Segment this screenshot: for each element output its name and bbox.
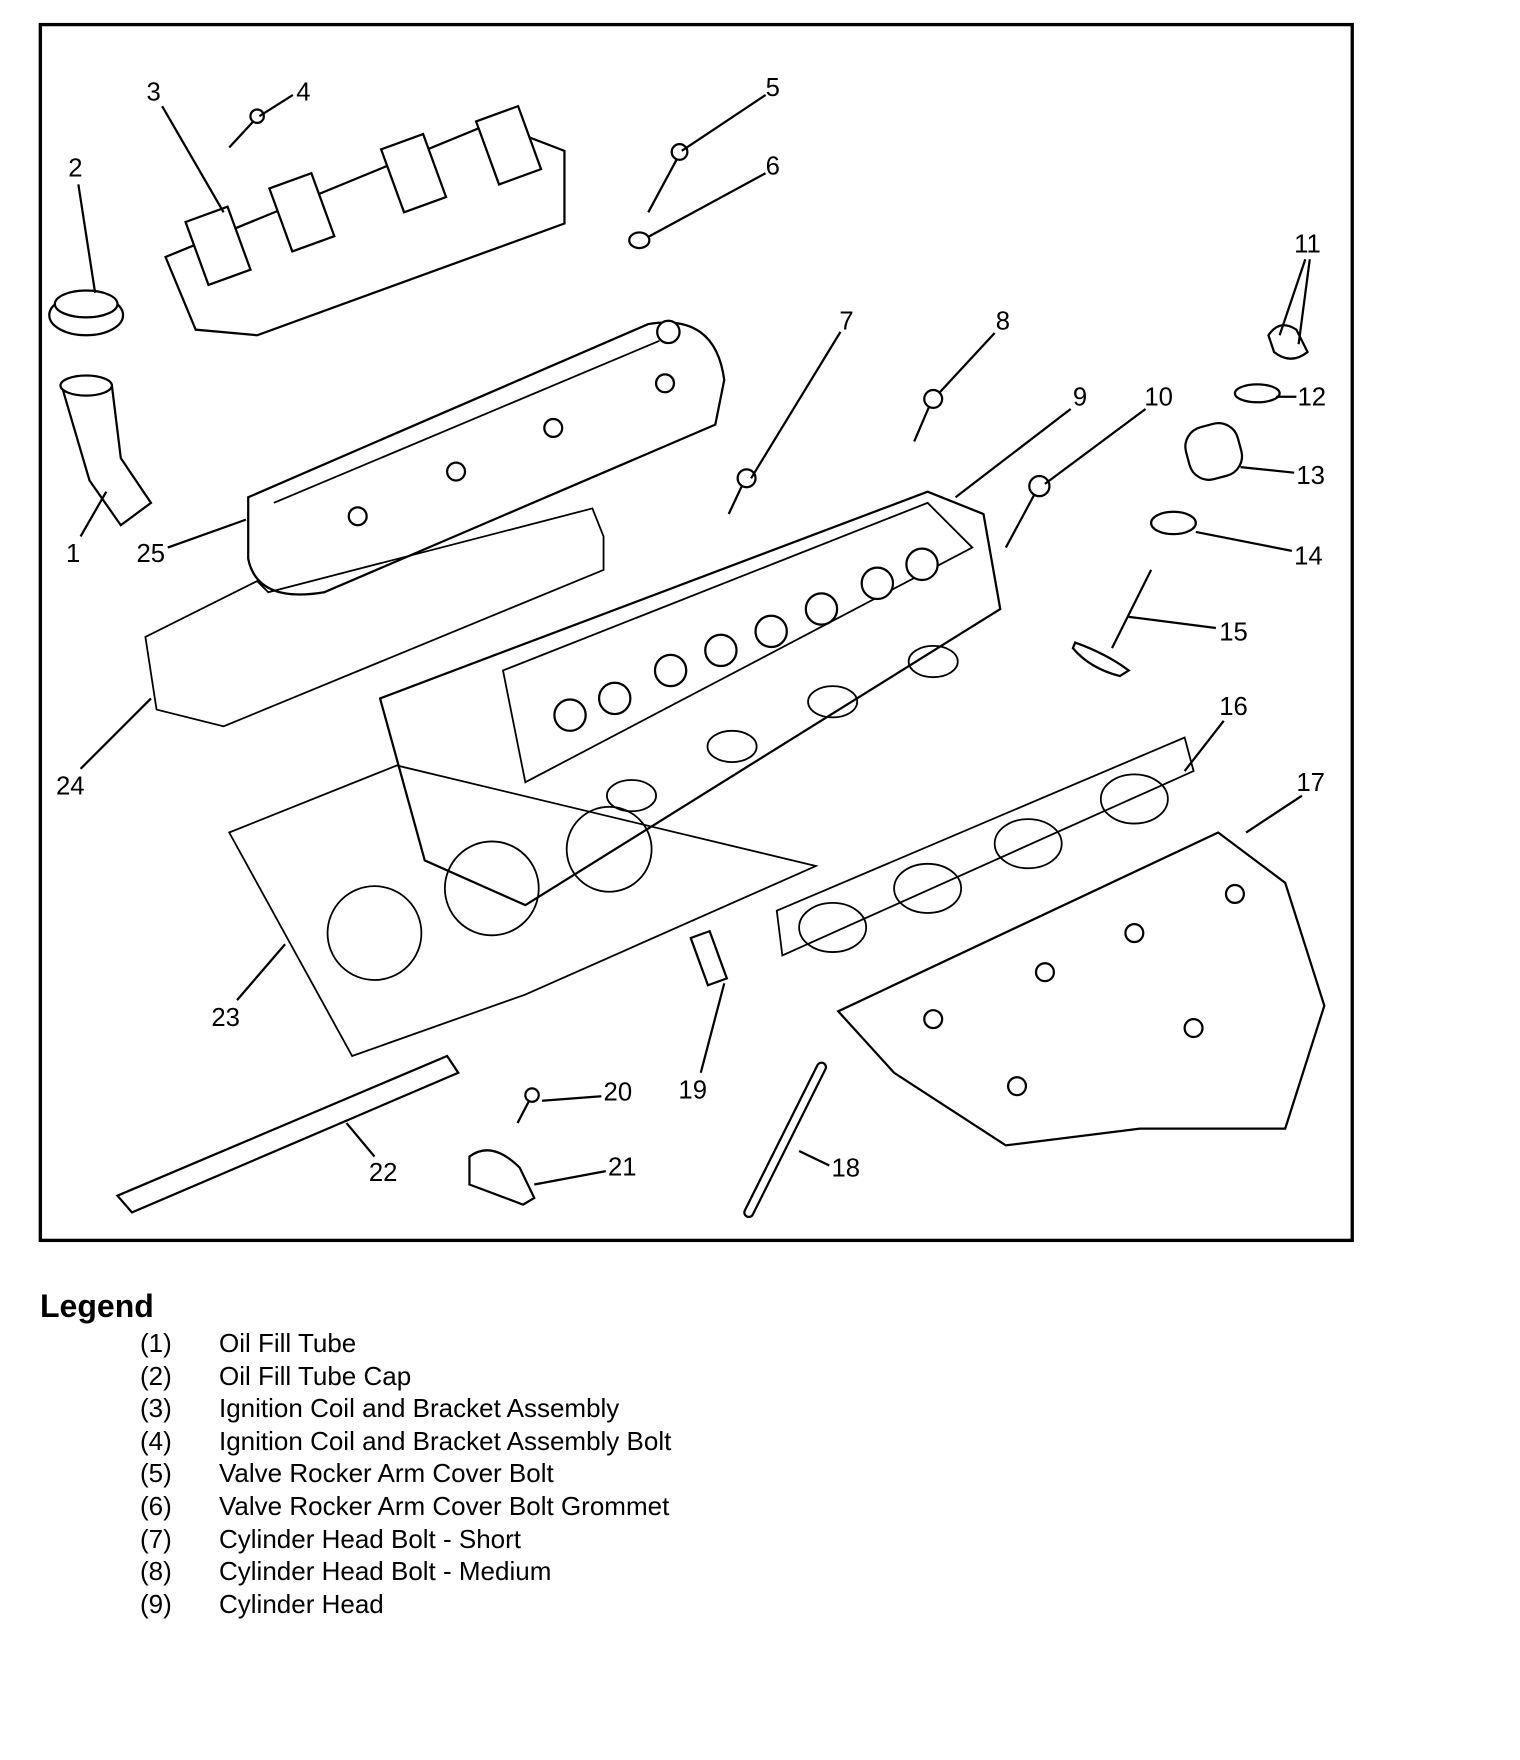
- legend-label: Ignition Coil and Bracket Assembly Bolt: [219, 1425, 672, 1456]
- callout-20: 20: [604, 1079, 633, 1107]
- bolt-20: [516, 1087, 540, 1124]
- legend-label: Valve Rocker Arm Cover Bolt: [219, 1458, 554, 1489]
- callout-15: 15: [1219, 618, 1248, 646]
- callout-25: 25: [136, 540, 165, 568]
- legend-number: (3): [140, 1393, 172, 1424]
- legend-number: (6): [140, 1491, 172, 1521]
- legend-number: (8): [140, 1556, 172, 1587]
- callout-11: 11: [1294, 231, 1321, 259]
- callout-16: 16: [1219, 693, 1248, 721]
- bolt-5: [647, 143, 689, 213]
- callout-5: 5: [766, 74, 780, 102]
- valve-spring-parts: [1071, 324, 1309, 678]
- valve-cover-gasket: [144, 507, 605, 728]
- legend-label: Oil Fill Tube Cap: [219, 1360, 412, 1391]
- callout-17: 17: [1296, 769, 1325, 797]
- callout-18: 18: [832, 1155, 861, 1183]
- callout-10: 10: [1144, 384, 1173, 412]
- bolt-4: [228, 108, 265, 149]
- callout-4: 4: [296, 79, 310, 107]
- bolt-8: [913, 388, 944, 442]
- legend-label: Valve Rocker Arm Cover Bolt Grommet: [219, 1491, 670, 1521]
- bolt-10: [1004, 474, 1051, 549]
- legend-label: Ignition Coil and Bracket Assembly: [219, 1393, 620, 1424]
- exhaust-manifold: [836, 831, 1326, 1147]
- valve-cover: [247, 319, 726, 596]
- callout-12: 12: [1297, 384, 1326, 412]
- ignition-coil-bracket: [164, 104, 566, 337]
- callout-7: 7: [839, 308, 853, 336]
- legend-number: (5): [140, 1458, 172, 1489]
- callout-1: 1: [66, 540, 80, 568]
- legend-number: (2): [140, 1360, 172, 1391]
- rocker-support-22: [115, 1054, 460, 1214]
- callout-19: 19: [678, 1076, 707, 1104]
- callout-21: 21: [608, 1154, 637, 1182]
- oil-fill-tube: [59, 374, 153, 527]
- bolt-7: [727, 468, 757, 515]
- stud-18: [743, 1061, 828, 1219]
- callout-24: 24: [56, 773, 85, 801]
- callout-13: 13: [1296, 462, 1325, 490]
- leader-lines: [77, 94, 1311, 1186]
- exhaust-gasket: [775, 736, 1195, 957]
- legend-title: Legend: [40, 1288, 154, 1324]
- callout-9: 9: [1073, 384, 1087, 412]
- legend-label: Cylinder Head Bolt - Medium: [219, 1556, 552, 1587]
- sensor-19: [689, 929, 729, 987]
- rocker-arm-21: [468, 1149, 536, 1206]
- legend-label: Oil Fill Tube: [219, 1328, 357, 1358]
- legend-label: Cylinder Head: [219, 1588, 384, 1619]
- oil-fill-cap: [48, 289, 125, 337]
- callout-22: 22: [369, 1159, 398, 1187]
- legend-number: (7): [140, 1523, 172, 1554]
- cylinder-head: [378, 490, 1002, 907]
- legend-number: (9): [140, 1588, 172, 1619]
- head-gasket: [227, 764, 819, 1058]
- callout-3: 3: [147, 79, 161, 107]
- legend-label: Cylinder Head Bolt - Short: [219, 1523, 522, 1554]
- callout-23: 23: [211, 1004, 240, 1032]
- legend-number: (1): [140, 1328, 172, 1358]
- callout-2: 2: [68, 155, 82, 183]
- callout-8: 8: [996, 308, 1010, 336]
- callout-14: 14: [1294, 542, 1323, 570]
- callout-6: 6: [766, 152, 780, 180]
- legend-number: (4): [140, 1425, 172, 1456]
- grommet-6: [628, 231, 651, 250]
